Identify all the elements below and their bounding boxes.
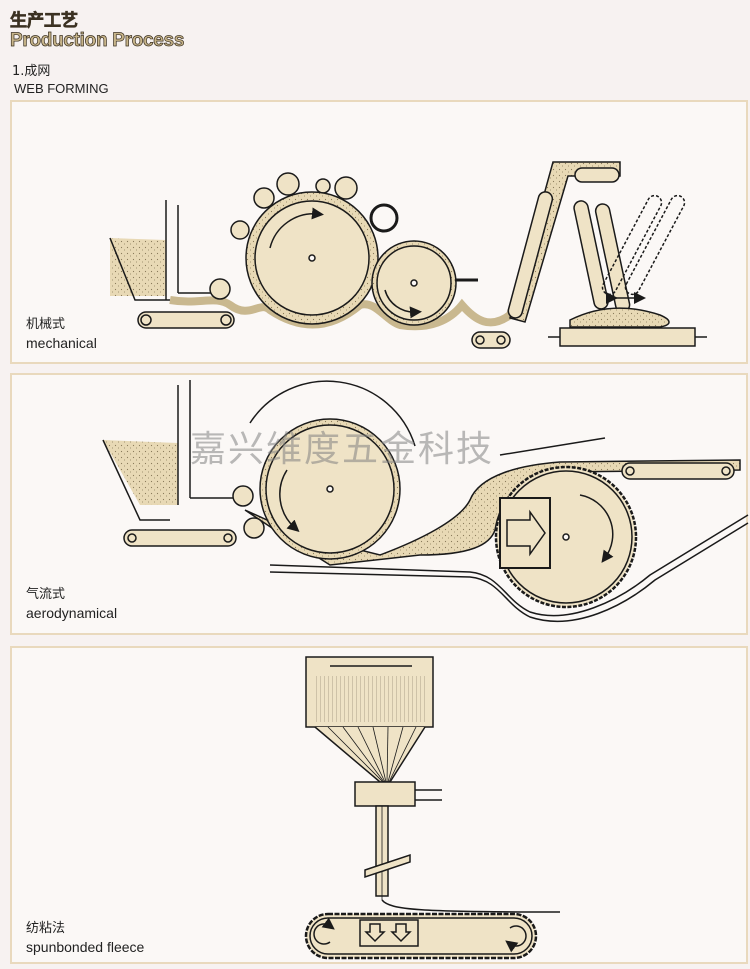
page-title-cn: 生产工艺 [10, 11, 79, 32]
label-aerodynamical: 气流式 aerodynamical [26, 586, 117, 622]
label-mechanical: 机械式 mechanical [26, 316, 97, 352]
watermark-text: 嘉兴维度五金科技 [190, 429, 495, 470]
label-aerodynamical-cn: 气流式 [26, 587, 66, 602]
label-aerodynamical-en: aerodynamical [26, 605, 118, 621]
section-heading-en: WEB FORMING [14, 81, 109, 96]
section-heading-cn: 1.成网 [12, 64, 51, 79]
label-spunbonded-en: spunbonded fleece [26, 939, 145, 955]
label-spunbonded-cn: 纺粘法 [26, 921, 66, 936]
label-mechanical-en: mechanical [26, 335, 97, 351]
page-title-en: Production Process [10, 30, 185, 52]
spunbonded-diagram [304, 656, 561, 960]
mechanical-diagram [109, 161, 707, 349]
label-spunbonded: 纺粘法 spunbonded fleece [26, 920, 144, 956]
label-mechanical-cn: 机械式 [26, 317, 66, 332]
aerodynamical-diagram [102, 380, 749, 622]
